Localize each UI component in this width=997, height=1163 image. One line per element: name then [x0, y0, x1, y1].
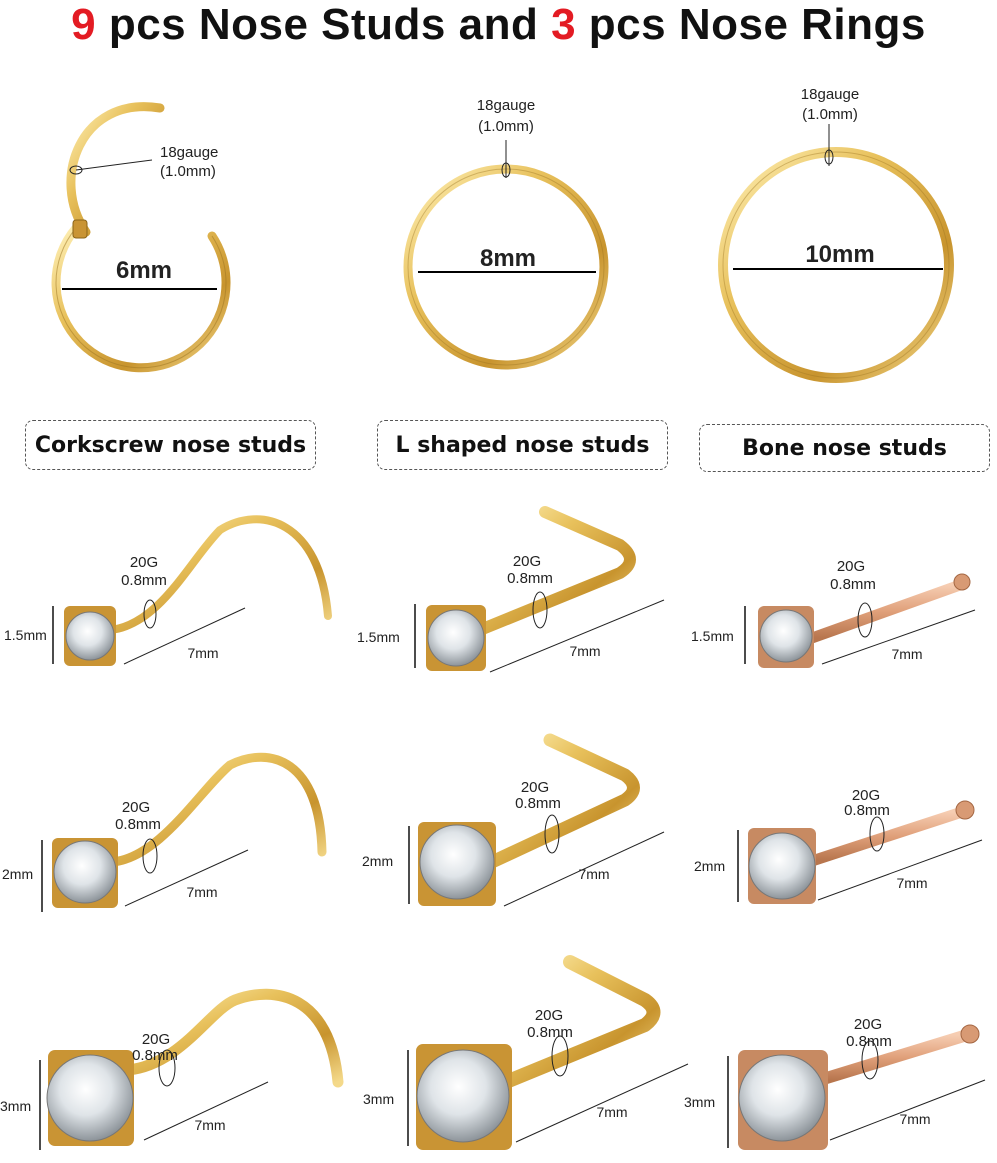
ring-gauge-mm-label: (1.0mm) [802, 106, 858, 123]
ring-gauge-mm-label: (1.0mm) [160, 163, 216, 180]
stud-size-label: 2mm [694, 858, 725, 874]
stud-gauge-mm-label: 0.8mm [132, 1047, 178, 1064]
stud-gauge-label: 20G [122, 799, 150, 816]
category-label-bone: Bone nose studs [699, 424, 990, 472]
ring-8mm: 8mm 18gauge (1.0mm) [403, 97, 609, 370]
stud-size-label: 3mm [0, 1098, 31, 1114]
category-label-corkscrew: Corkscrew nose studs [25, 420, 316, 470]
stud-count: 9 [71, 0, 97, 49]
stud-length-label: 7mm [187, 645, 218, 661]
l-shaped-stud-2mm: 2mm 20G 0.8mm 7mm [362, 733, 665, 907]
stud-gauge-label: 20G [521, 779, 549, 796]
stud-gauge-mm-label: 0.8mm [515, 795, 561, 812]
stud-gauge-label: 20G [142, 1031, 170, 1048]
ring-size-label: 6mm [116, 257, 172, 284]
stud-length-label: 7mm [194, 1117, 225, 1133]
stud-gauge-label: 20G [837, 558, 865, 575]
stud-length-label: 7mm [896, 875, 927, 891]
ring-gauge-mm-label: (1.0mm) [478, 118, 534, 135]
corkscrew-stud-1.5mm: 1.5mm 20G 0.8mm 7mm [4, 515, 332, 666]
stud-size-label: 3mm [684, 1094, 715, 1110]
stud-length-label: 7mm [569, 643, 600, 659]
stud-length-label: 7mm [891, 646, 922, 662]
stud-gauge-mm-label: 0.8mm [507, 570, 553, 587]
stud-gauge-mm-label: 0.8mm [121, 572, 167, 589]
stud-size-label: 2mm [2, 866, 33, 882]
ring-count: 3 [551, 0, 577, 49]
stud-gauge-mm-label: 0.8mm [527, 1024, 573, 1041]
stud-gauge-label: 20G [513, 553, 541, 570]
ring-gauge-label: 18gauge [160, 144, 218, 161]
stud-length-label: 7mm [596, 1104, 627, 1120]
stud-size-label: 1.5mm [691, 628, 734, 644]
bone-stud-2mm: 2mm 20G 0.8mm 7mm [694, 787, 983, 904]
corkscrew-stud-2mm: 2mm 20G 0.8mm 7mm [2, 752, 327, 912]
page-title: 9 pcs Nose Studs and 3 pcs Nose Rings [0, 0, 997, 50]
stud-length-label: 7mm [578, 866, 609, 882]
stud-gauge-label: 20G [130, 554, 158, 571]
ring-size-label: 8mm [480, 245, 536, 272]
ring-size-label: 10mm [805, 241, 874, 268]
stud-size-label: 1.5mm [357, 629, 400, 645]
title-part-2: pcs Nose Rings [576, 0, 926, 49]
stud-gauge-mm-label: 0.8mm [846, 1033, 892, 1050]
stud-gauge-mm-label: 0.8mm [830, 576, 876, 593]
category-label-l-shaped: L shaped nose studs [377, 420, 668, 470]
l-shaped-stud-3mm: 3mm 20G 0.8mm 7mm [363, 955, 689, 1150]
stud-gauge-label: 20G [852, 787, 880, 804]
stud-size-label: 2mm [362, 853, 393, 869]
stud-size-label: 3mm [363, 1091, 394, 1107]
ring-gauge-label: 18gauge [801, 86, 859, 103]
stud-size-label: 1.5mm [4, 627, 47, 643]
ring-gauge-label: 18gauge [477, 97, 535, 114]
stud-gauge-mm-label: 0.8mm [115, 816, 161, 833]
ring-10mm: 10mm 18gauge (1.0mm) [718, 86, 954, 383]
stud-length-label: 7mm [899, 1111, 930, 1127]
bone-stud-3mm: 3mm 20G 0.8mm 7mm [684, 1016, 986, 1150]
title-part-1: pcs Nose Studs and [96, 0, 552, 49]
stud-gauge-mm-label: 0.8mm [844, 802, 890, 819]
stud-gauge-label: 20G [535, 1007, 563, 1024]
stud-gauge-label: 20G [854, 1016, 882, 1033]
corkscrew-stud-3mm: 3mm 20G 0.8mm 7mm [0, 988, 344, 1150]
bone-stud-1.5mm: 1.5mm 20G 0.8mm 7mm [691, 558, 976, 668]
ring-6mm: 6mm 18gauge (1.0mm) [51, 102, 231, 373]
l-shaped-stud-1.5mm: 1.5mm 20G 0.8mm 7mm [357, 506, 665, 673]
stud-length-label: 7mm [186, 884, 217, 900]
